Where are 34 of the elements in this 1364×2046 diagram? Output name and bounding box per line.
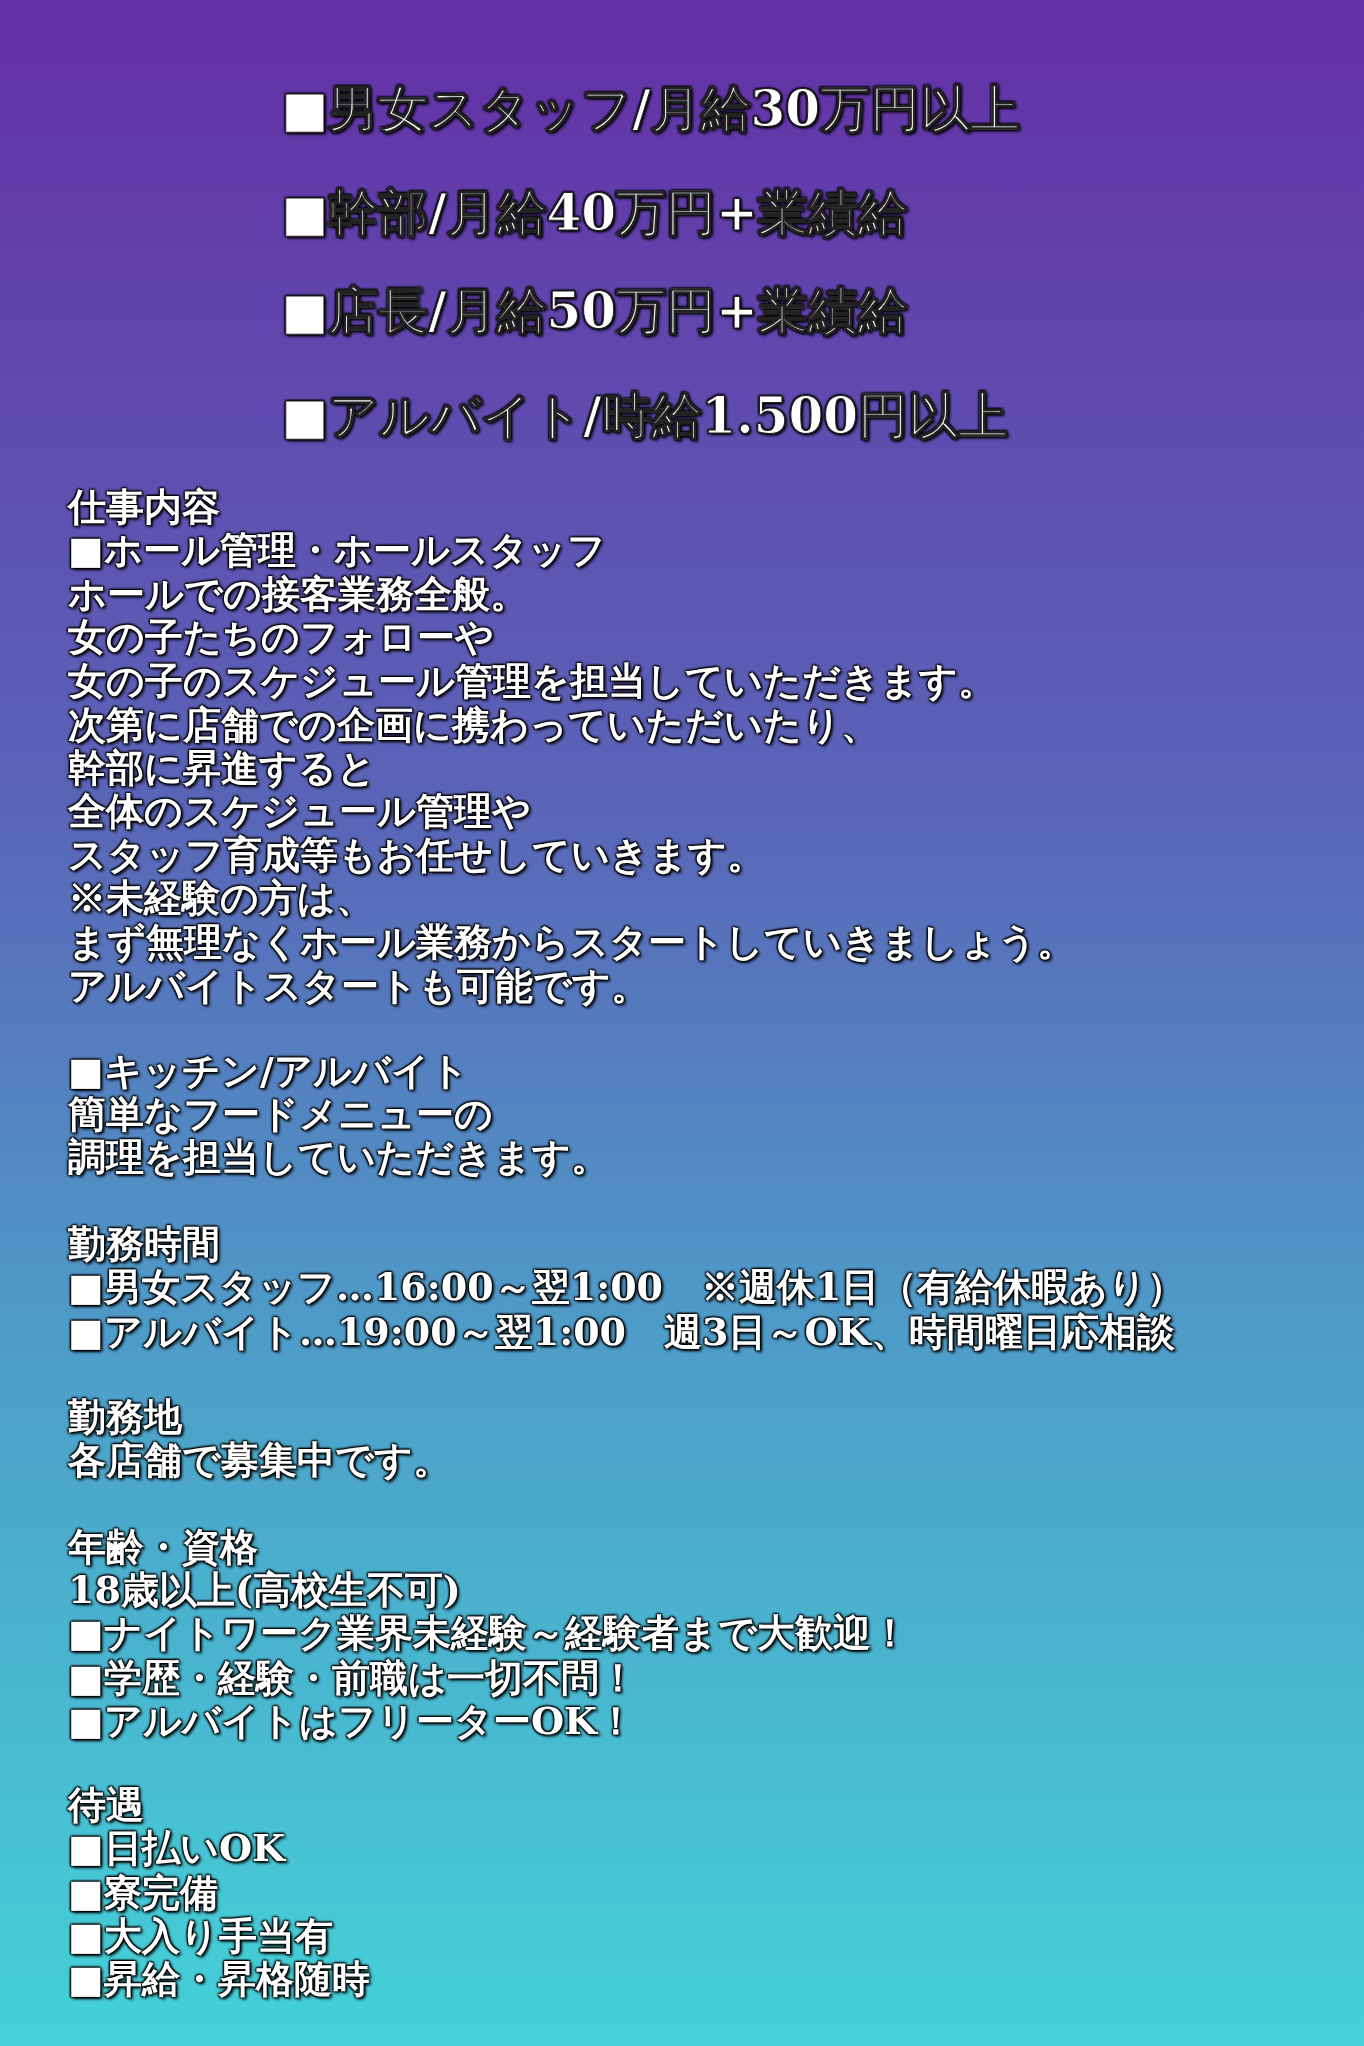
body-text: まず無理なくホール業務からスタートしていきましょう。 bbox=[68, 920, 1075, 963]
salary-line: ■店長/月給50万円+業績給 bbox=[281, 283, 908, 339]
body-text: ■男女スタッフ…16:00～翌1:00 ※週休1日（有給休暇あり） bbox=[68, 1266, 1186, 1309]
section-heading: 勤務地 bbox=[68, 1395, 182, 1438]
body-text: ■ナイトワーク業界未経験～経験者まで大歓迎！ bbox=[68, 1612, 909, 1654]
body-text: 幹部に昇進すると bbox=[68, 746, 376, 789]
body-text: ■ホール管理・ホールスタッフ bbox=[68, 529, 606, 571]
body-text: 女の子たちのフォローや bbox=[68, 616, 494, 659]
body-text: 全体のスケジュール管理や bbox=[68, 790, 531, 832]
body-text: ※未経験の方は、 bbox=[68, 877, 374, 920]
body-text: ■大入り手当有 bbox=[68, 1914, 333, 1957]
body-text: ■昇給・昇格随時 bbox=[68, 1958, 370, 2000]
body-text: 女の子のスケジュール管理を担当していただきます。 bbox=[68, 659, 996, 702]
salary-line: ■アルバイト/時給1.500円以上 bbox=[281, 387, 1009, 443]
body-text: ■寮完備 bbox=[68, 1871, 218, 1914]
body-text: 調理を担当していただきます。 bbox=[68, 1135, 609, 1178]
body-text: 次第に店舗での企画に携わっていただいたり、 bbox=[68, 703, 879, 746]
section-heading: 待遇 bbox=[68, 1784, 144, 1827]
section-heading: 年齢・資格 bbox=[68, 1526, 258, 1568]
section-heading: 勤務時間 bbox=[68, 1223, 220, 1266]
body-text: スタッフ育成等もお任せしていきます。 bbox=[68, 834, 765, 877]
body-text: 各店舗で募集中です。 bbox=[68, 1438, 451, 1481]
salary-line: ■幹部/月給40万円+業績給 bbox=[281, 185, 908, 241]
salary-line: ■男女スタッフ/月給30万円以上 bbox=[281, 80, 1021, 136]
body-text: ■日払いOK bbox=[68, 1827, 286, 1870]
body-text: アルバイトスタートも可能です。 bbox=[68, 964, 649, 1007]
section-heading: 仕事内容 bbox=[68, 485, 220, 528]
body-text: ■アルバイト…19:00～翌1:00 週3日～OK、時間曜日応相談 bbox=[68, 1310, 1175, 1353]
body-text: ホールでの接客業務全般。 bbox=[68, 573, 528, 616]
body-text: 18歳以上(高校生不可) bbox=[68, 1569, 461, 1611]
body-text: ■アルバイトはフリーターOK！ bbox=[68, 1699, 636, 1742]
body-text: ■学歴・経験・前職は一切不問！ bbox=[68, 1656, 637, 1699]
body-text: 簡単なフードメニューの bbox=[68, 1092, 493, 1135]
body-text: ■キッチン/アルバイト bbox=[68, 1049, 469, 1092]
